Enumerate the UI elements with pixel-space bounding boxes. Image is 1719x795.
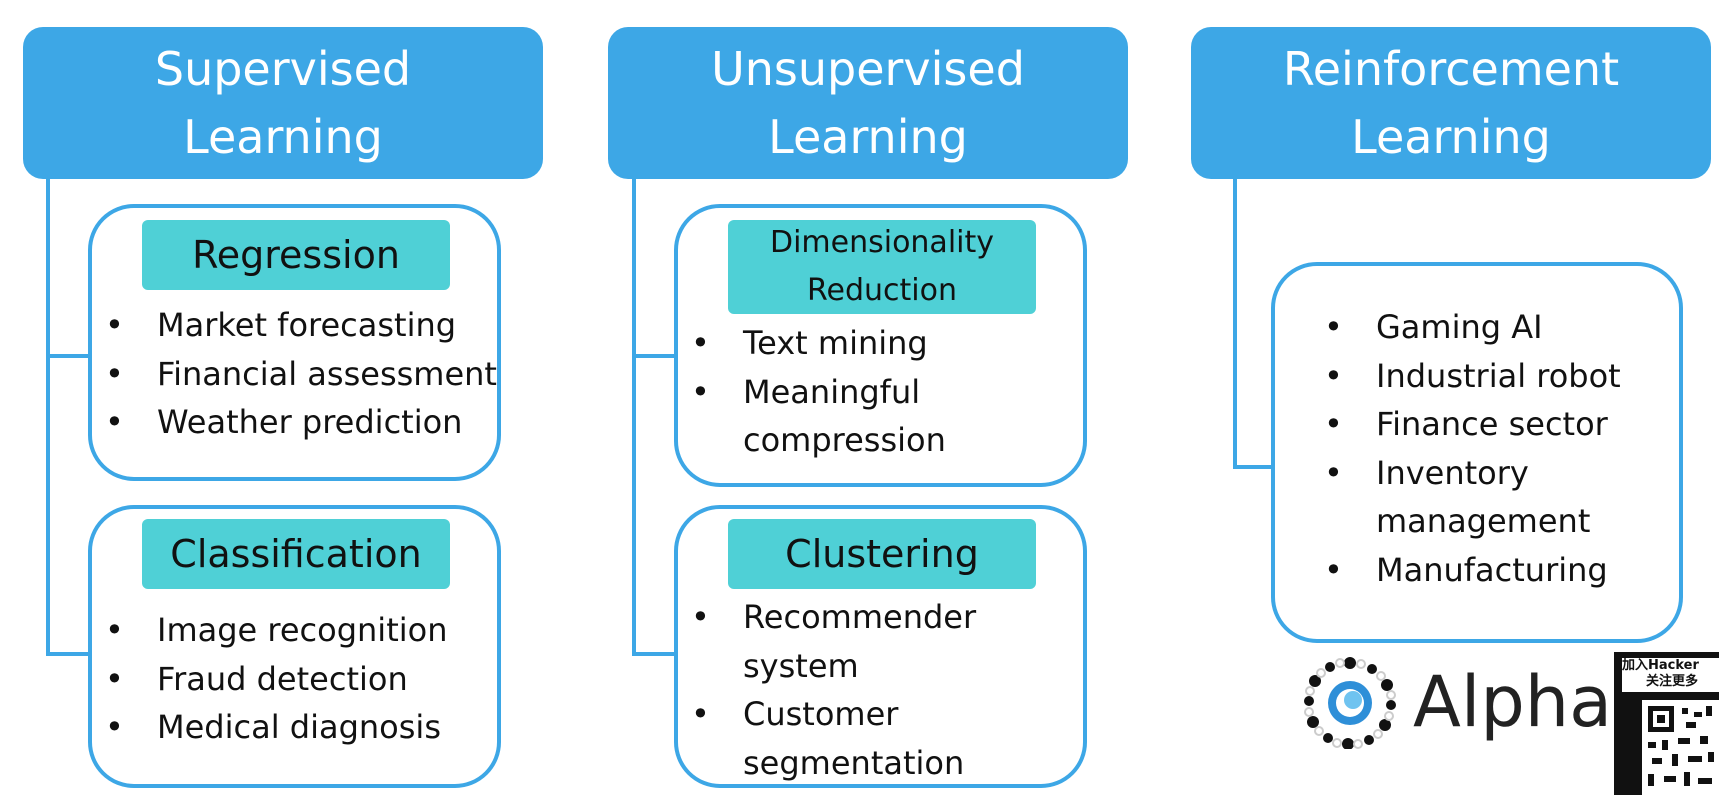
qr-code-icon bbox=[1642, 700, 1719, 795]
list-item: management bbox=[1376, 502, 1591, 540]
list-item: Finance sector bbox=[1324, 400, 1621, 449]
list-item: Gaming AI bbox=[1324, 303, 1621, 352]
classification-card: Classification Image recognition Fraud d… bbox=[88, 505, 501, 788]
clustering-card: Clustering Recommender system Customer s… bbox=[674, 505, 1087, 788]
supervised-connector-regression bbox=[46, 354, 88, 358]
regression-card: Regression Market forecasting Financial … bbox=[88, 204, 501, 481]
unsupervised-connector-vertical bbox=[632, 179, 636, 656]
regression-heading: Regression bbox=[142, 220, 450, 290]
classification-heading: Classification bbox=[142, 519, 450, 589]
supervised-connector-classification bbox=[46, 652, 88, 656]
list-item: Medical diagnosis bbox=[105, 703, 447, 752]
list-item: Recommender bbox=[691, 593, 976, 642]
alphago-logo-text: AlphaGo bbox=[1413, 661, 1616, 743]
qr-caption-line1: 加入Hacker bbox=[1622, 658, 1699, 673]
list-item: Weather prediction bbox=[105, 398, 497, 447]
dimensionality-reduction-list: Text mining Meaningful compression bbox=[691, 319, 946, 465]
list-item: system bbox=[743, 646, 859, 685]
reinforcement-card: Gaming AI Industrial robot Finance secto… bbox=[1271, 262, 1683, 643]
regression-list: Market forecasting Financial assessment … bbox=[105, 301, 497, 447]
list-item: Industrial robot bbox=[1324, 352, 1621, 401]
list-item: Financial assessment bbox=[105, 350, 497, 399]
unsupervised-connector-dimred bbox=[632, 354, 674, 358]
reinforcement-connector-horizontal bbox=[1233, 465, 1273, 469]
supervised-connector-vertical bbox=[46, 179, 50, 656]
reinforcement-list: Gaming AI Industrial robot Finance secto… bbox=[1324, 303, 1621, 594]
list-item: Image recognition bbox=[105, 606, 447, 655]
clustering-list: Recommender system Customer segmentation bbox=[691, 593, 976, 787]
alphago-ring-logo-icon bbox=[1304, 657, 1396, 749]
list-item: Meaningful bbox=[691, 368, 946, 417]
list-item: compression bbox=[743, 421, 946, 459]
classification-list: Image recognition Fraud detection Medica… bbox=[105, 606, 447, 752]
list-item: segmentation bbox=[743, 743, 965, 782]
list-item: Inventory bbox=[1324, 449, 1621, 498]
unsupervised-connector-clustering bbox=[632, 652, 674, 656]
reinforcement-connector-vertical bbox=[1233, 179, 1237, 469]
qr-caption-line2: 关注更多 bbox=[1646, 674, 1699, 689]
qr-overlay: 加入Hacker 关注更多 bbox=[1614, 652, 1719, 795]
list-item: Customer bbox=[691, 690, 976, 739]
list-item: Text mining bbox=[691, 319, 946, 368]
list-item: Manufacturing bbox=[1324, 546, 1621, 595]
clustering-heading: Clustering bbox=[728, 519, 1036, 589]
list-item: Market forecasting bbox=[105, 301, 497, 350]
list-item: Fraud detection bbox=[105, 655, 447, 704]
